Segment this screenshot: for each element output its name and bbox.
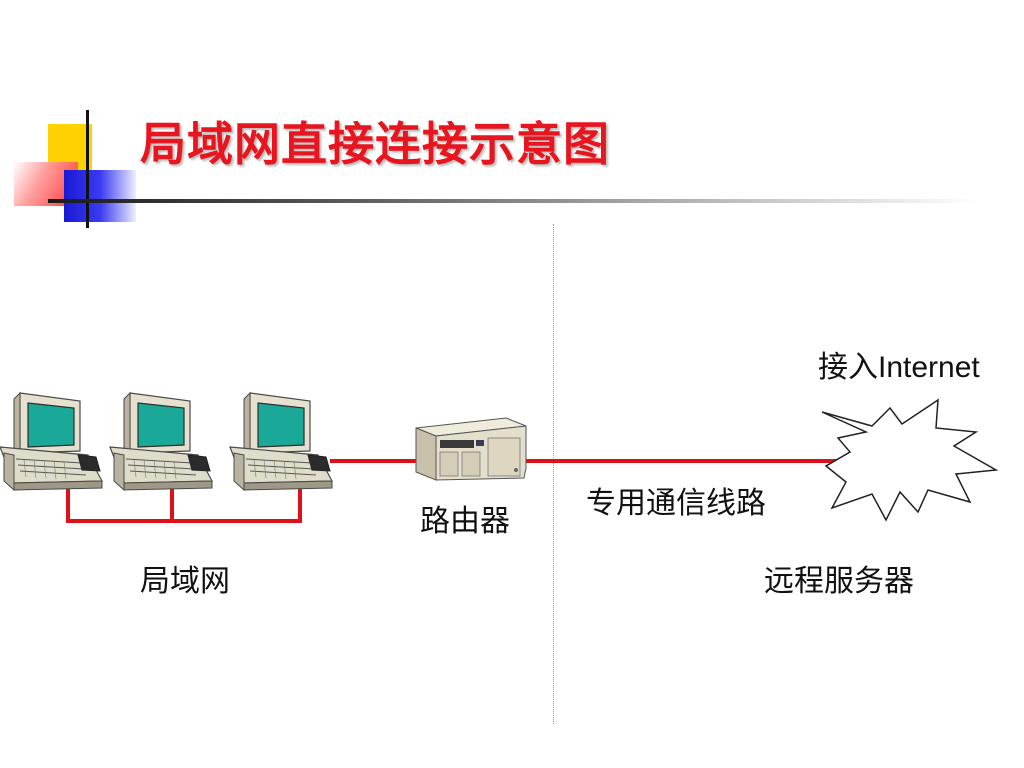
internet-word: Internet [878, 351, 980, 384]
slide-title: 局域网直接连接示意图 [140, 117, 610, 171]
internet-starburst-icon [821, 398, 999, 522]
title-underline-rule [48, 199, 978, 203]
title-decoration-vertical-line [86, 110, 89, 228]
remote-server-label: 远程服务器 [764, 564, 914, 599]
lan-label: 局域网 [140, 564, 230, 599]
dotted-divider [553, 224, 554, 724]
lan-bus-line [66, 488, 302, 523]
internet-access-label: 接入Internet [818, 342, 980, 386]
router-label: 路由器 [420, 504, 510, 539]
internet-prefix: 接入 [818, 350, 878, 385]
router-icon [415, 417, 527, 481]
computer-icon [109, 392, 213, 491]
title-decoration-blue-block [64, 170, 136, 222]
computer-icon [229, 392, 333, 491]
dedicated-line-label: 专用通信线路 [586, 486, 766, 521]
computer-icon [0, 392, 103, 491]
